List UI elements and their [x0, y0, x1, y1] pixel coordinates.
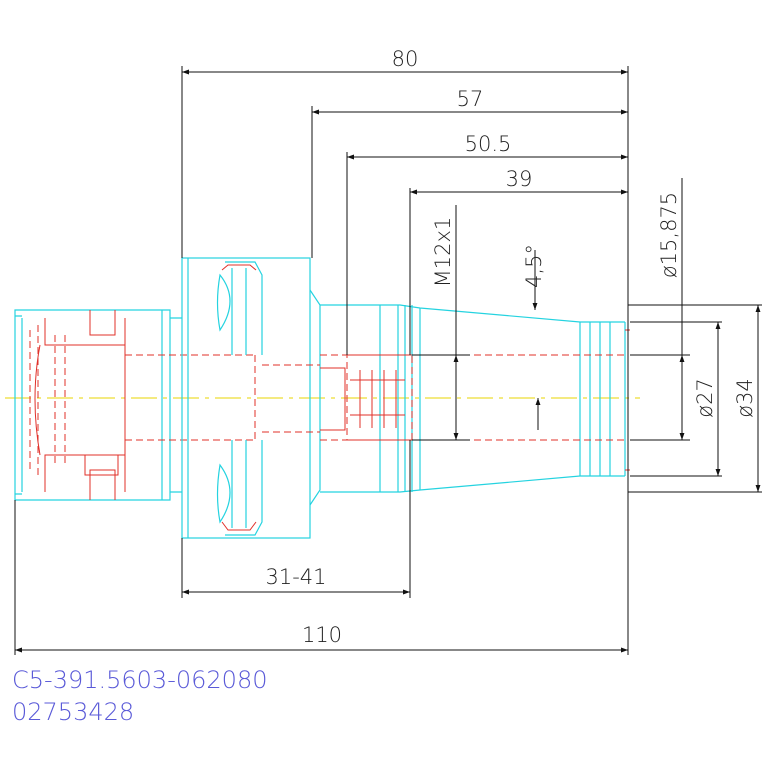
taper-internal-bore: [320, 329, 630, 471]
flange-outline: [181, 257, 321, 539]
angle-label: 4,5°: [522, 244, 546, 288]
diameter-34-label: ø34: [733, 378, 757, 418]
dim-50-5-label: 50.5: [465, 132, 512, 156]
diameter-27-label: ø27: [693, 378, 717, 418]
shank-internal-detail: [29, 310, 255, 500]
dim-110-label: 110: [302, 623, 342, 647]
diameter-15-875-label: ø15,875: [657, 192, 681, 278]
taper-outline: [320, 304, 626, 493]
thread-label: M12x1: [431, 217, 455, 288]
part-id: 02753428: [12, 698, 134, 726]
part-code: C5-391.5603-062080: [12, 666, 267, 694]
flange-internal-bore: [221, 264, 320, 531]
shank-outline: [14, 309, 182, 501]
dim-57-label: 57: [457, 87, 484, 111]
dim-39-label: 39: [506, 167, 533, 191]
dim-31-41-label: 31-41: [265, 565, 326, 589]
dimension-lines: [14, 66, 762, 655]
dim-80-label: 80: [392, 47, 419, 71]
